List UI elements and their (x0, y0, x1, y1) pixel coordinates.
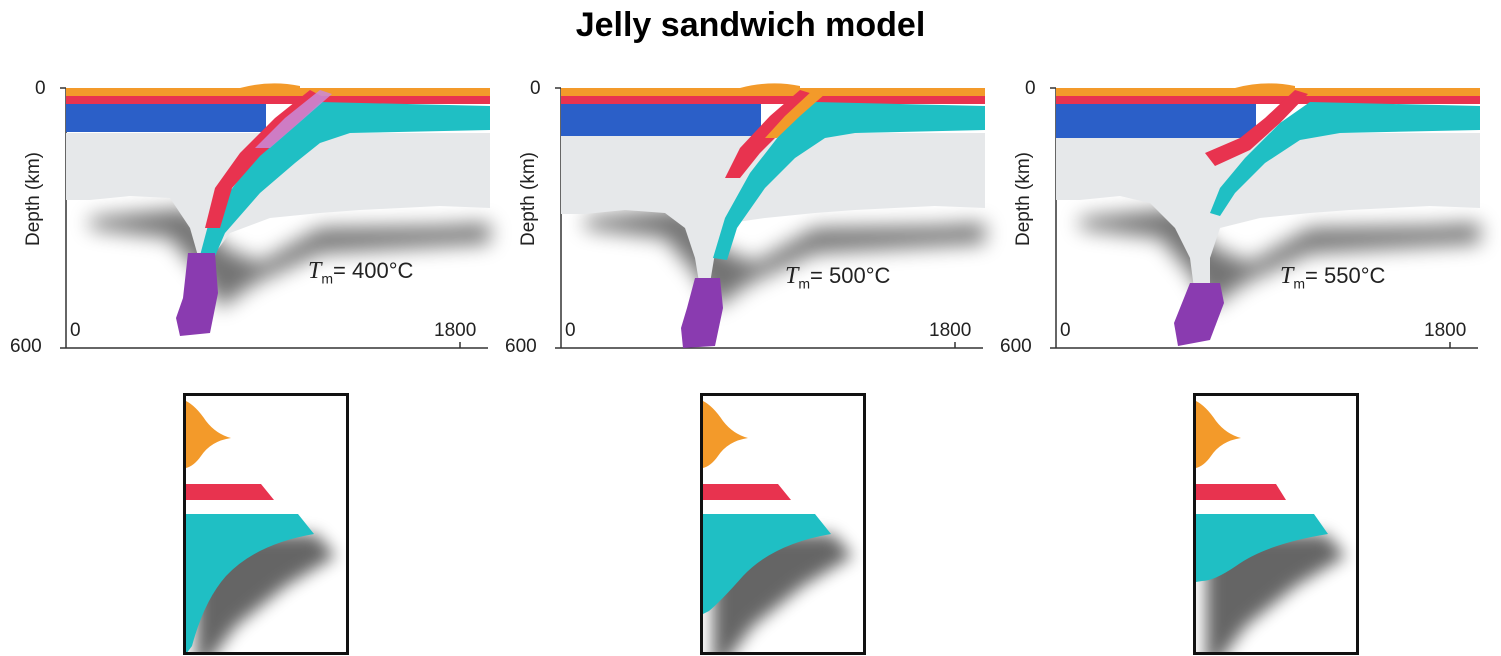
lower-crust-strength (186, 484, 274, 500)
x-tick-right: 1800 (1424, 320, 1467, 341)
y-axis-label: Depth (km) (1012, 152, 1034, 246)
strength-profile-500 (700, 393, 866, 655)
mantle-lithosphere (66, 104, 266, 132)
deep-block (681, 278, 723, 348)
lower-crust (561, 96, 985, 104)
model-panel-500: Depth (km) 0 600 0 1800 Tm= 500°C (505, 78, 985, 368)
upper-crust-strength (703, 401, 748, 468)
strength-profile-550 (1193, 393, 1359, 655)
y-tick-bottom: 600 (10, 336, 42, 357)
lower-crust (1056, 96, 1480, 104)
mantle-strength (1196, 514, 1328, 582)
strength-envelope (1196, 401, 1346, 652)
upper-crust-strength (186, 401, 231, 468)
oceanic-slab (1210, 102, 1480, 216)
deep-block (1174, 283, 1224, 346)
figure-title: Jelly sandwich model (575, 6, 926, 44)
y-tick-top: 0 (1025, 78, 1036, 99)
x-tick-right: 1800 (434, 320, 477, 341)
shadow (585, 208, 985, 308)
mantle-temperature-label: Tm= 400°C (308, 258, 414, 287)
x-tick-right: 1800 (929, 320, 972, 341)
cross-section-400 (60, 83, 490, 349)
mantle-temperature-label: Tm= 550°C (1280, 263, 1386, 292)
x-tick-left: 0 (565, 320, 576, 341)
upper-crust-strength (1196, 401, 1241, 468)
mantle-lithosphere (561, 104, 761, 136)
oceanic-slab (713, 102, 985, 260)
lower-crust-strength (703, 484, 791, 500)
lower-crust (66, 96, 490, 104)
y-tick-top: 0 (35, 78, 46, 99)
y-tick-bottom: 600 (505, 336, 537, 357)
mantle-strength (703, 514, 831, 614)
x-tick-left: 0 (1060, 320, 1071, 341)
mantle-temperature-label: Tm= 500°C (785, 263, 891, 292)
y-tick-top: 0 (530, 78, 541, 99)
strength-envelope (703, 401, 853, 652)
asthenosphere (561, 133, 985, 288)
mantle-lithosphere (1056, 104, 1256, 138)
x-tick-left: 0 (70, 320, 81, 341)
y-tick-bottom: 600 (1000, 336, 1032, 357)
cross-section-500 (555, 83, 985, 349)
shadow (90, 208, 490, 308)
cross-section-550 (1050, 83, 1480, 349)
asthenosphere (66, 133, 490, 263)
mantle-strength (186, 514, 314, 652)
shadow (1080, 208, 1480, 308)
y-axis-label: Depth (km) (22, 152, 44, 246)
model-panel-550: Depth (km) 0 600 0 1800 Tm= 550°C (1000, 78, 1480, 368)
asthenosphere (1056, 133, 1480, 296)
deep-block (176, 253, 218, 336)
y-axis-label: Depth (km) (517, 152, 539, 246)
strength-profile-400 (183, 393, 349, 655)
strength-envelope (186, 401, 336, 652)
lower-crust-strength (1196, 484, 1286, 500)
model-panel-400: Depth (km) 0 600 0 1800 Tm= 400°C (10, 78, 490, 368)
